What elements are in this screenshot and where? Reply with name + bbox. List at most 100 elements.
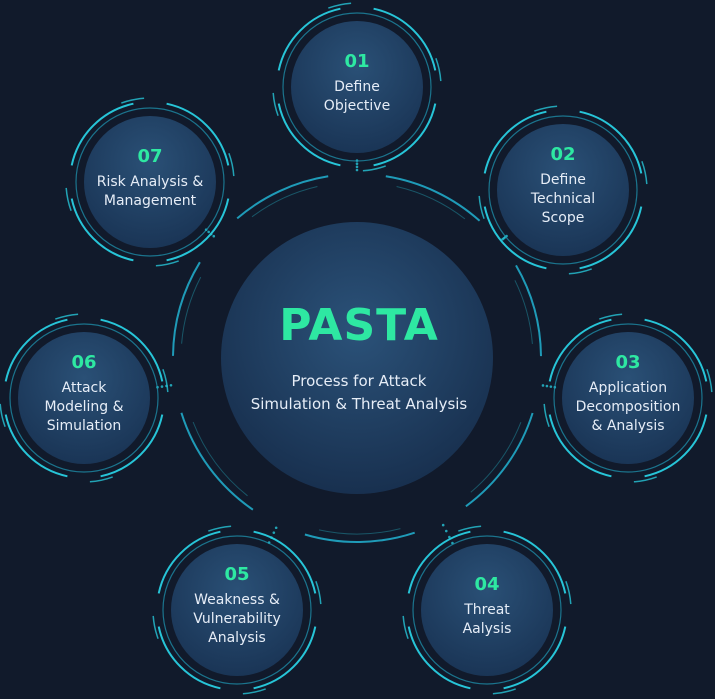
stage-number: 03 [615, 352, 641, 373]
stage-label: Attack Modeling & Simulation [44, 380, 124, 434]
node-tick-arc [328, 2, 352, 9]
node-tick-arc [706, 369, 713, 393]
connector-dot [355, 162, 359, 166]
node-tick-arc [208, 525, 232, 532]
connector-dot [207, 230, 210, 234]
connector-dot [549, 385, 553, 388]
outer-ring-inner-arc [470, 422, 522, 493]
stage-node-06 [0, 313, 169, 483]
outer-ring-arc [465, 412, 534, 508]
center-subtitle: Process for Attack Simulation & Threat A… [236, 370, 482, 416]
outer-ring-arc [236, 175, 329, 220]
node-outer-arc [373, 103, 437, 167]
stage-label: Weakness & Vulnerability Analysis [193, 592, 281, 646]
node-tick-arc [89, 476, 113, 483]
node-tick-arc [162, 369, 169, 393]
node-outer-arc [407, 626, 471, 690]
node-outer-arc [373, 7, 437, 71]
node-middle-ring [9, 323, 159, 473]
node-tick-arc [121, 97, 145, 104]
stage-label: Application Decomposition & Analysis [575, 380, 681, 434]
node-outer-arc [100, 318, 164, 382]
node-outer-arc [644, 414, 708, 478]
node-tick-arc [478, 195, 485, 219]
center-subtitle-line-2: Simulation & Threat Analysis [250, 395, 468, 413]
node-middle-ring [162, 535, 312, 685]
center-subtitle-line-1: Process for Attack [291, 372, 427, 390]
node-outer-arc [548, 318, 612, 382]
outer-ring-inner-arc [396, 186, 466, 220]
stage-number: 07 [137, 146, 163, 167]
node-outer-arc [166, 198, 230, 262]
stage-number: 05 [224, 564, 250, 585]
node-core [291, 21, 423, 153]
node-tick-arc [565, 581, 572, 605]
outer-ring-arc [515, 264, 542, 357]
node-middle-ring [75, 107, 225, 257]
node-outer-arc [166, 102, 230, 166]
center-title: PASTA [279, 300, 439, 351]
connector-dot [541, 384, 545, 387]
stage-label: Risk Analysis & Management [96, 174, 204, 209]
outer-ring-inner-arc [514, 280, 533, 344]
stage-label: Define Objective [323, 79, 391, 114]
node-outer-arc [503, 530, 567, 594]
node-core [562, 332, 694, 464]
node-tick-arc [152, 615, 159, 639]
node-outer-arc [579, 206, 643, 270]
outer-ring-inner-arc [181, 276, 202, 344]
stage-label: Define Technical Scope [530, 172, 596, 226]
connector-dot [169, 383, 173, 387]
stage-number: 01 [344, 51, 370, 72]
node-tick-arc [155, 260, 179, 267]
node-outer-arc [277, 7, 341, 71]
stage-node-03 [543, 313, 713, 483]
node-outer-arc [277, 103, 341, 167]
node-tick-arc [402, 615, 409, 639]
outer-ring-arc [172, 261, 201, 356]
node-outer-arc [4, 318, 68, 382]
node-outer-arc [644, 318, 708, 382]
stage-number: 02 [550, 144, 576, 165]
connector-dot [448, 535, 451, 539]
node-tick-arc [272, 92, 279, 116]
node-tick-arc [568, 268, 592, 275]
node-outer-arc [503, 626, 567, 690]
connector-dot [441, 523, 445, 527]
node-outer-arc [253, 530, 317, 594]
outer-ring-inner-arc [192, 421, 248, 497]
outer-ring-arc [385, 175, 481, 222]
node-outer-arc [100, 414, 164, 478]
node-outer-arc [157, 626, 221, 690]
stage-node-01 [272, 2, 442, 172]
stage-number: 06 [71, 352, 97, 373]
outer-ring-inner-arc [251, 186, 318, 218]
node-middle-ring [488, 115, 638, 265]
node-tick-arc [435, 58, 442, 82]
node-core [84, 116, 216, 248]
connector-dot [160, 385, 164, 388]
node-tick-arc [315, 581, 322, 605]
connector-dot [212, 234, 216, 238]
node-outer-arc [579, 110, 643, 174]
node-outer-arc [483, 206, 547, 270]
stage-label: Threat Aalysis [462, 602, 512, 637]
node-tick-arc [599, 313, 623, 320]
node-outer-arc [4, 414, 68, 478]
outer-ring-arc [180, 412, 254, 511]
stage-number: 04 [474, 574, 500, 595]
node-core [18, 332, 150, 464]
node-core [171, 544, 303, 676]
node-tick-arc [534, 105, 558, 112]
outer-ring [172, 175, 542, 543]
outer-ring-arc [304, 531, 416, 543]
node-outer-arc [548, 414, 612, 478]
